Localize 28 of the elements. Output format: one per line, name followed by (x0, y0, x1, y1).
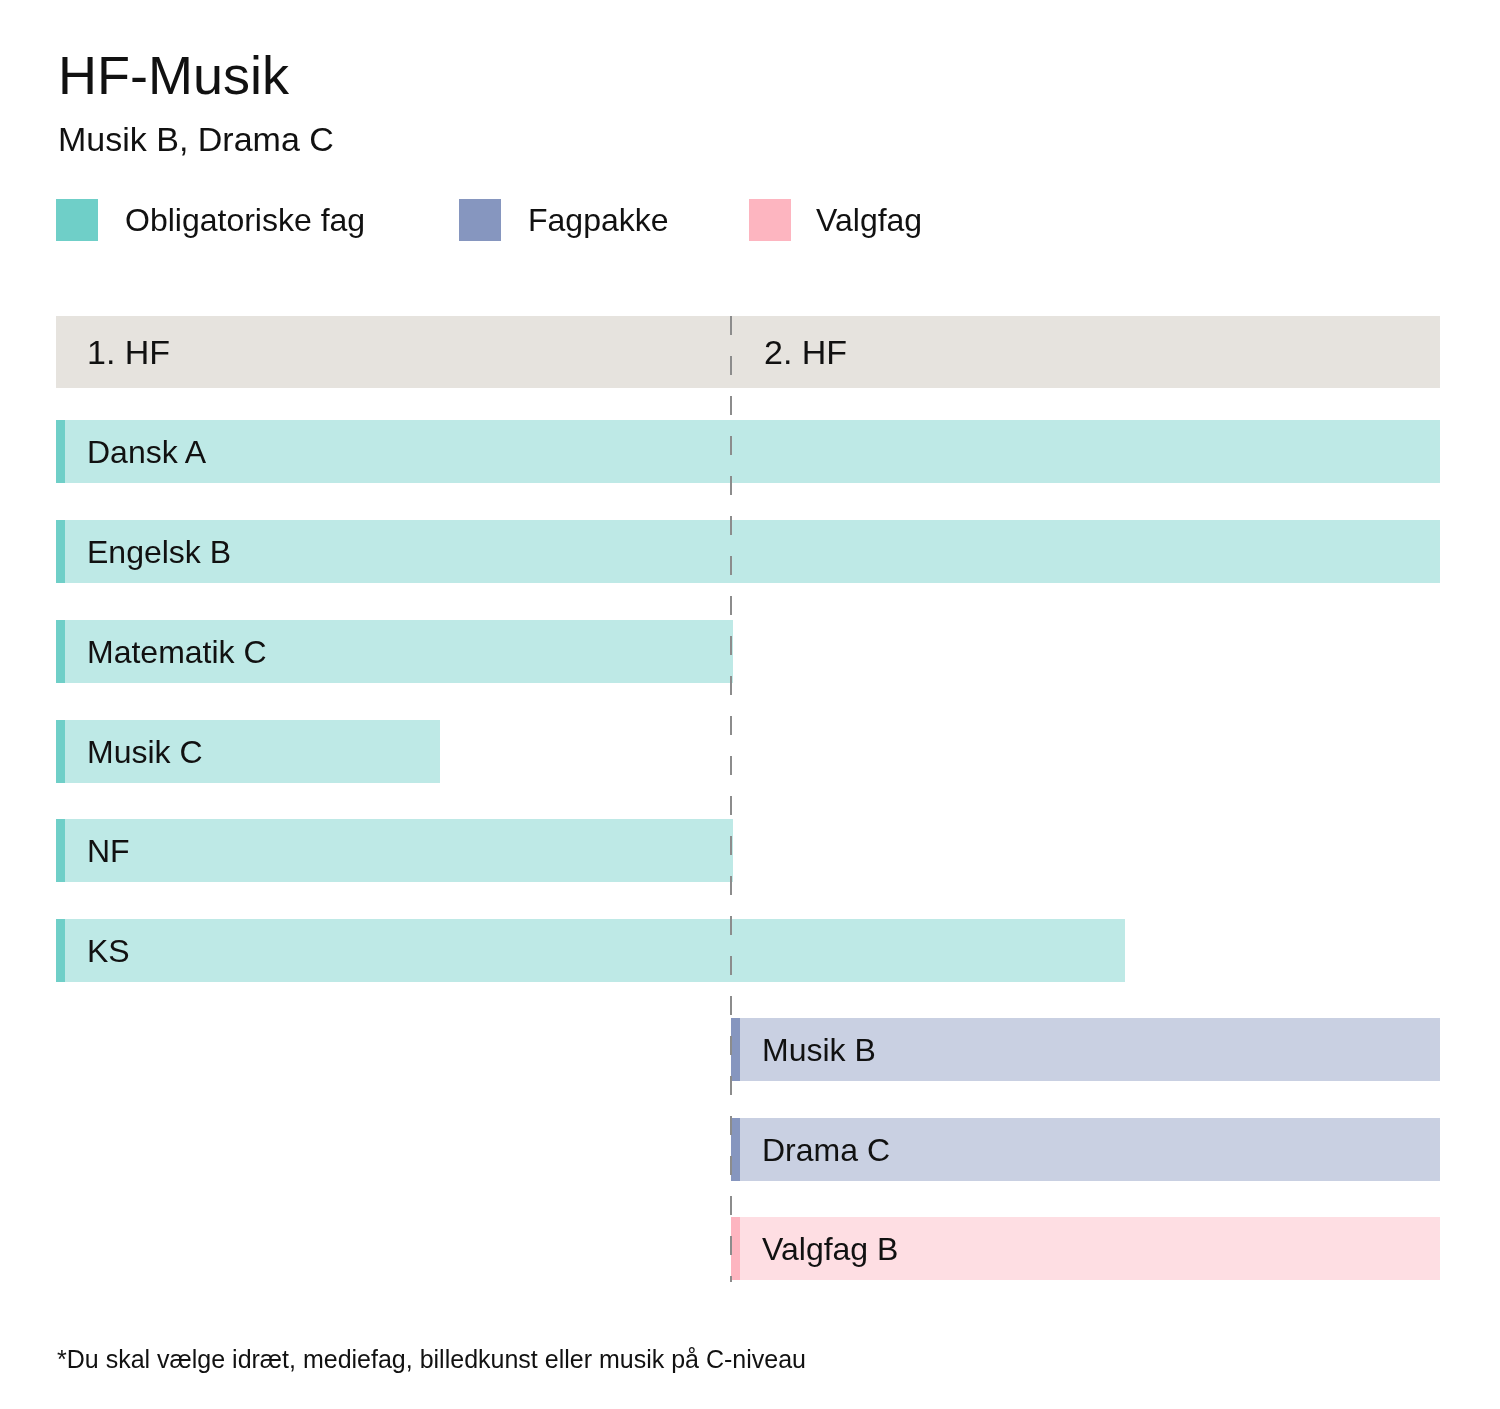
subject-bar (56, 620, 733, 683)
year-band (731, 316, 1440, 388)
subject-bar (731, 1217, 1440, 1280)
column-heading: 1. HF (87, 332, 171, 372)
subject-label: Engelsk B (87, 532, 232, 572)
subject-label: NF (87, 831, 130, 871)
subject-label: Drama C (762, 1130, 890, 1170)
column-heading: 2. HF (764, 332, 848, 372)
subject-bar (731, 1118, 1440, 1181)
subject-bar (56, 919, 1125, 982)
footnote: *Du skal vælge idræt, mediefag, billedkunst eller musik på C-niveau (57, 1344, 806, 1375)
subtitle: Musik B, Drama C (58, 119, 334, 159)
subject-bar (56, 819, 733, 882)
legend-label: Valgfag (816, 201, 923, 240)
subject-label: KS (87, 931, 130, 971)
year-band (56, 316, 731, 388)
subject-bar (731, 1018, 1440, 1081)
subject-bar (56, 720, 440, 783)
legend-label: Obligatoriske fag (125, 201, 366, 240)
subject-label: Dansk A (87, 432, 207, 472)
subject-bar (56, 420, 1440, 483)
subject-label: Musik C (87, 732, 203, 772)
subject-label: Musik B (762, 1030, 876, 1070)
subject-label: Matematik C (87, 632, 267, 672)
diagram-title: HF-Musik (58, 44, 289, 106)
legend-label: Fagpakke (528, 201, 669, 240)
subject-label: Valgfag B (762, 1229, 899, 1269)
subject-bar (56, 520, 1440, 583)
